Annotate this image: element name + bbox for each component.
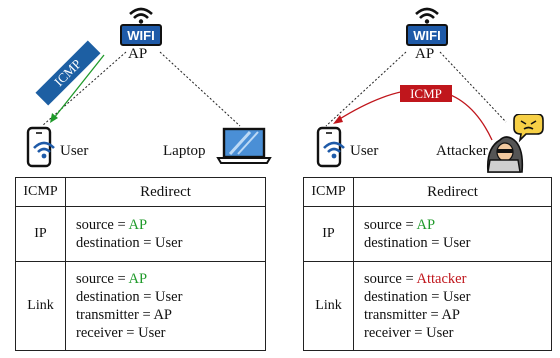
left-icmp-arrow bbox=[50, 54, 105, 123]
table-row: ICMP Redirect bbox=[15, 177, 266, 207]
right-icmp-cell: ICMP bbox=[303, 177, 354, 207]
right-packet-table: ICMP Redirect IP source = AP destination… bbox=[303, 177, 552, 351]
right-link-destination: destination = User bbox=[364, 289, 471, 305]
right-icmp-tag-label: ICMP bbox=[410, 86, 442, 101]
right-ip-source-value: AP bbox=[416, 217, 436, 233]
left-laptop-label: Laptop bbox=[163, 143, 206, 159]
right-link-fields: source = Attacker destination = User tra… bbox=[353, 261, 552, 351]
right-link-source: source = Attacker bbox=[364, 271, 467, 287]
right-link-transmitter: transmitter = AP bbox=[364, 307, 460, 323]
wifi-router-icon: WIFI bbox=[120, 7, 162, 46]
left-link-transmitter: transmitter = AP bbox=[76, 307, 172, 323]
left-scene bbox=[41, 51, 241, 127]
phone-wifi-icon bbox=[26, 126, 55, 168]
left-link-source: source = AP bbox=[76, 271, 148, 287]
left-link-label: Link bbox=[15, 261, 66, 351]
table-row: ICMP Redirect bbox=[303, 177, 552, 207]
left-link-receiver: receiver = User bbox=[76, 325, 166, 341]
table-row: IP source = AP destination = User bbox=[303, 206, 552, 262]
table-row: Link source = Attacker destination = Use… bbox=[303, 261, 552, 351]
right-redirect-title: Redirect bbox=[353, 177, 552, 207]
left-link-fields: source = AP destination = User transmitt… bbox=[65, 261, 266, 351]
table-row: Link source = AP destination = User tran… bbox=[15, 261, 266, 351]
right-link-label: Link bbox=[303, 261, 354, 351]
left-link-source-value: AP bbox=[128, 271, 148, 287]
right-attacker-label: Attacker bbox=[436, 143, 488, 159]
left-redirect-title: Redirect bbox=[65, 177, 266, 207]
right-link-ap-attacker bbox=[439, 51, 507, 123]
wifi-router-icon: WIFI bbox=[406, 7, 448, 46]
right-ip-destination: destination = User bbox=[364, 235, 471, 251]
left-packet-table: ICMP Redirect IP source = AP destination… bbox=[15, 177, 266, 351]
right-user-label: User bbox=[350, 143, 379, 159]
left-link-ap-laptop bbox=[159, 51, 241, 127]
right-ap-label: AP bbox=[415, 46, 435, 62]
laptop-icon bbox=[216, 127, 272, 164]
hacker-icon bbox=[486, 114, 544, 173]
left-ip-destination: destination = User bbox=[76, 235, 183, 251]
table-row: IP source = AP destination = User bbox=[15, 206, 266, 262]
phone-wifi-icon bbox=[316, 126, 345, 168]
left-ip-source-value: AP bbox=[128, 217, 148, 233]
right-ip-source: source = AP bbox=[364, 217, 436, 233]
right-link-receiver: receiver = User bbox=[364, 325, 454, 341]
left-ip-label: IP bbox=[15, 206, 66, 262]
right-wifi-text: WIFI bbox=[413, 28, 440, 43]
right-link-ap-user bbox=[325, 51, 407, 127]
left-icmp-cell: ICMP bbox=[15, 177, 66, 207]
right-link-source-value: Attacker bbox=[416, 271, 467, 287]
left-link-destination: destination = User bbox=[76, 289, 183, 305]
right-ip-fields: source = AP destination = User bbox=[353, 206, 552, 262]
right-icmp-tag: ICMP bbox=[400, 85, 452, 102]
left-user-label: User bbox=[60, 143, 89, 159]
left-ip-source: source = AP bbox=[76, 217, 148, 233]
left-link-ap-user bbox=[41, 51, 127, 127]
right-ip-label: IP bbox=[303, 206, 354, 262]
left-wifi-text: WIFI bbox=[127, 28, 154, 43]
left-ap-label: AP bbox=[128, 46, 148, 62]
left-ip-fields: source = AP destination = User bbox=[65, 206, 266, 262]
